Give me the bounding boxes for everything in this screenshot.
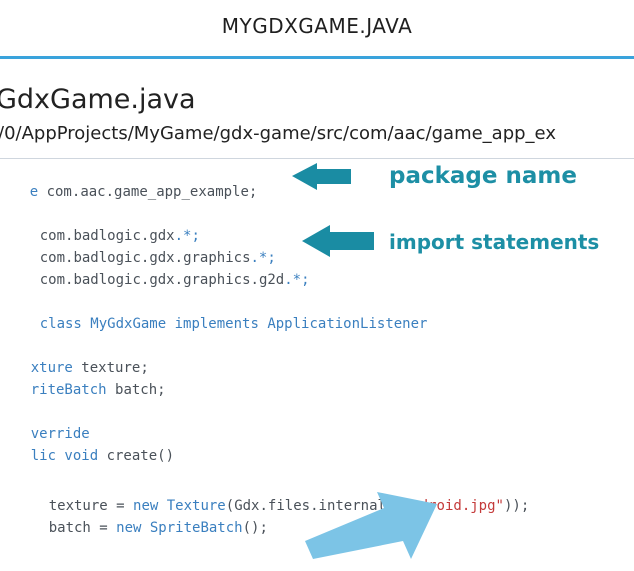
code-token: . bbox=[71, 184, 81, 200]
code-token: () bbox=[157, 448, 175, 464]
header-accent-line bbox=[0, 56, 634, 59]
code-line: batch = new SpriteBatch(); bbox=[15, 504, 268, 552]
code-token: Gdx bbox=[234, 498, 260, 514]
code-token: = bbox=[99, 520, 117, 536]
code-token: texture bbox=[81, 360, 141, 376]
code-token: (); bbox=[242, 520, 268, 536]
code-token: com bbox=[39, 272, 66, 288]
code-token: files bbox=[267, 498, 311, 514]
code-token: lic void bbox=[30, 448, 107, 464]
code-token: gdx bbox=[149, 228, 175, 244]
code-token: . bbox=[174, 250, 184, 266]
divider bbox=[0, 158, 634, 159]
code-token: implements bbox=[174, 316, 268, 332]
code-token: aac bbox=[80, 184, 106, 200]
code-token: . bbox=[140, 250, 150, 266]
code-token: .*; bbox=[174, 228, 200, 244]
code-token: game_app_example bbox=[114, 184, 249, 200]
code-token: xture bbox=[30, 360, 82, 376]
code-line: class MyGdxGame implements ApplicationLi… bbox=[6, 300, 428, 348]
code-token: texture bbox=[48, 498, 117, 514]
code-token: .*; bbox=[284, 272, 310, 288]
code-token: Texture bbox=[166, 498, 226, 514]
code-token: new bbox=[133, 498, 167, 514]
code-token: badlogic bbox=[73, 250, 141, 266]
code-token: internal bbox=[318, 498, 386, 514]
code-token: com bbox=[46, 184, 72, 200]
code-line: com.badlogic.gdx.graphics.*; bbox=[6, 234, 276, 282]
code-token: ; bbox=[157, 382, 166, 398]
code-token: gdx bbox=[149, 250, 175, 266]
code-token: batch bbox=[48, 520, 100, 536]
editor-header: MYGDXGAME.JAVA bbox=[0, 0, 634, 59]
code-token: ApplicationListener bbox=[267, 316, 428, 332]
code-line: com.badlogic.gdx.graphics.g2d.*; bbox=[6, 256, 310, 304]
code-line: e com.aac.game_app_example; bbox=[0, 168, 258, 216]
header-title: MYGDXGAME.JAVA bbox=[221, 14, 413, 38]
code-token: = bbox=[116, 498, 134, 514]
code-token: badlogic bbox=[73, 228, 141, 244]
code-token: com bbox=[39, 250, 66, 266]
code-token: verride bbox=[30, 426, 90, 442]
code-token: . bbox=[65, 250, 74, 266]
code-token: ; bbox=[248, 184, 258, 200]
arrow-left-icon bbox=[302, 225, 374, 257]
code-token: ; bbox=[140, 360, 149, 376]
code-line: riteBatch batch; bbox=[0, 366, 166, 414]
code-token: . bbox=[250, 272, 259, 288]
code-token: riteBatch bbox=[30, 382, 116, 398]
code-token: MyGdxGame bbox=[90, 316, 175, 332]
annotation-import-statements: import statements bbox=[389, 230, 600, 254]
code-token: class bbox=[39, 316, 91, 332]
code-token: new bbox=[116, 520, 150, 536]
code-token: create bbox=[106, 448, 158, 464]
code-token: . bbox=[140, 228, 150, 244]
code-line: verride bbox=[0, 410, 90, 458]
code-token: .*; bbox=[250, 250, 276, 266]
code-line: xture texture; bbox=[0, 344, 149, 392]
code-token: . bbox=[174, 272, 184, 288]
code-token: graphics bbox=[183, 250, 251, 266]
code-token: . bbox=[65, 228, 74, 244]
code-token: com bbox=[39, 228, 66, 244]
code-token: SpriteBatch bbox=[149, 520, 243, 536]
code-line: lic void create() bbox=[0, 432, 174, 480]
code-token: graphics bbox=[183, 272, 251, 288]
code-token: ( bbox=[225, 498, 235, 514]
code-token: gdx bbox=[149, 272, 175, 288]
file-name: GdxGame.java bbox=[0, 84, 196, 115]
arrow-up-right-icon bbox=[305, 492, 437, 559]
code-token: . bbox=[140, 272, 150, 288]
code-token: badlogic bbox=[73, 272, 141, 288]
code-token: . bbox=[259, 498, 268, 514]
code-token: e bbox=[29, 184, 47, 200]
code-token: )); bbox=[503, 498, 530, 514]
annotation-package-name: package name bbox=[389, 163, 577, 189]
file-path: /0/AppProjects/MyGame/gdx-game/src/com/a… bbox=[0, 123, 556, 144]
code-token: . bbox=[310, 498, 319, 514]
code-token: . bbox=[105, 184, 115, 200]
code-token: . bbox=[65, 272, 74, 288]
code-token: batch bbox=[115, 382, 158, 398]
code-token: g2d bbox=[258, 272, 285, 288]
arrow-left-icon bbox=[292, 163, 351, 190]
code-line: com.badlogic.gdx.*; bbox=[6, 212, 200, 260]
